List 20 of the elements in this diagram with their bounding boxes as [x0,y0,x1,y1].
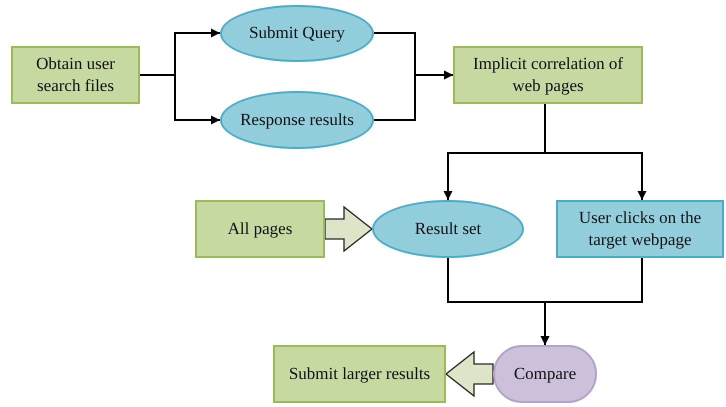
node-label: Implicit correlation of web pages [472,52,624,97]
node-label: Result set [414,218,482,240]
node-label: Submit larger results [288,362,430,385]
node-label: Obtain user search files [35,52,116,97]
process-box [556,200,724,258]
node-label: User clicks on the target webpage [578,206,702,251]
process-box [453,46,643,104]
block-arrow [444,350,494,398]
arrow [540,258,643,345]
process-box [11,46,140,104]
process-box [195,200,325,258]
node-label: Submit Query [249,22,345,44]
arrow [374,70,453,121]
node-label: All pages [228,218,292,240]
node-label: Compare [514,362,576,385]
arrow [544,104,646,200]
block-arrow [324,206,374,252]
node-label: Response results [240,108,354,131]
process-box [273,345,446,403]
arrow [140,74,220,124]
